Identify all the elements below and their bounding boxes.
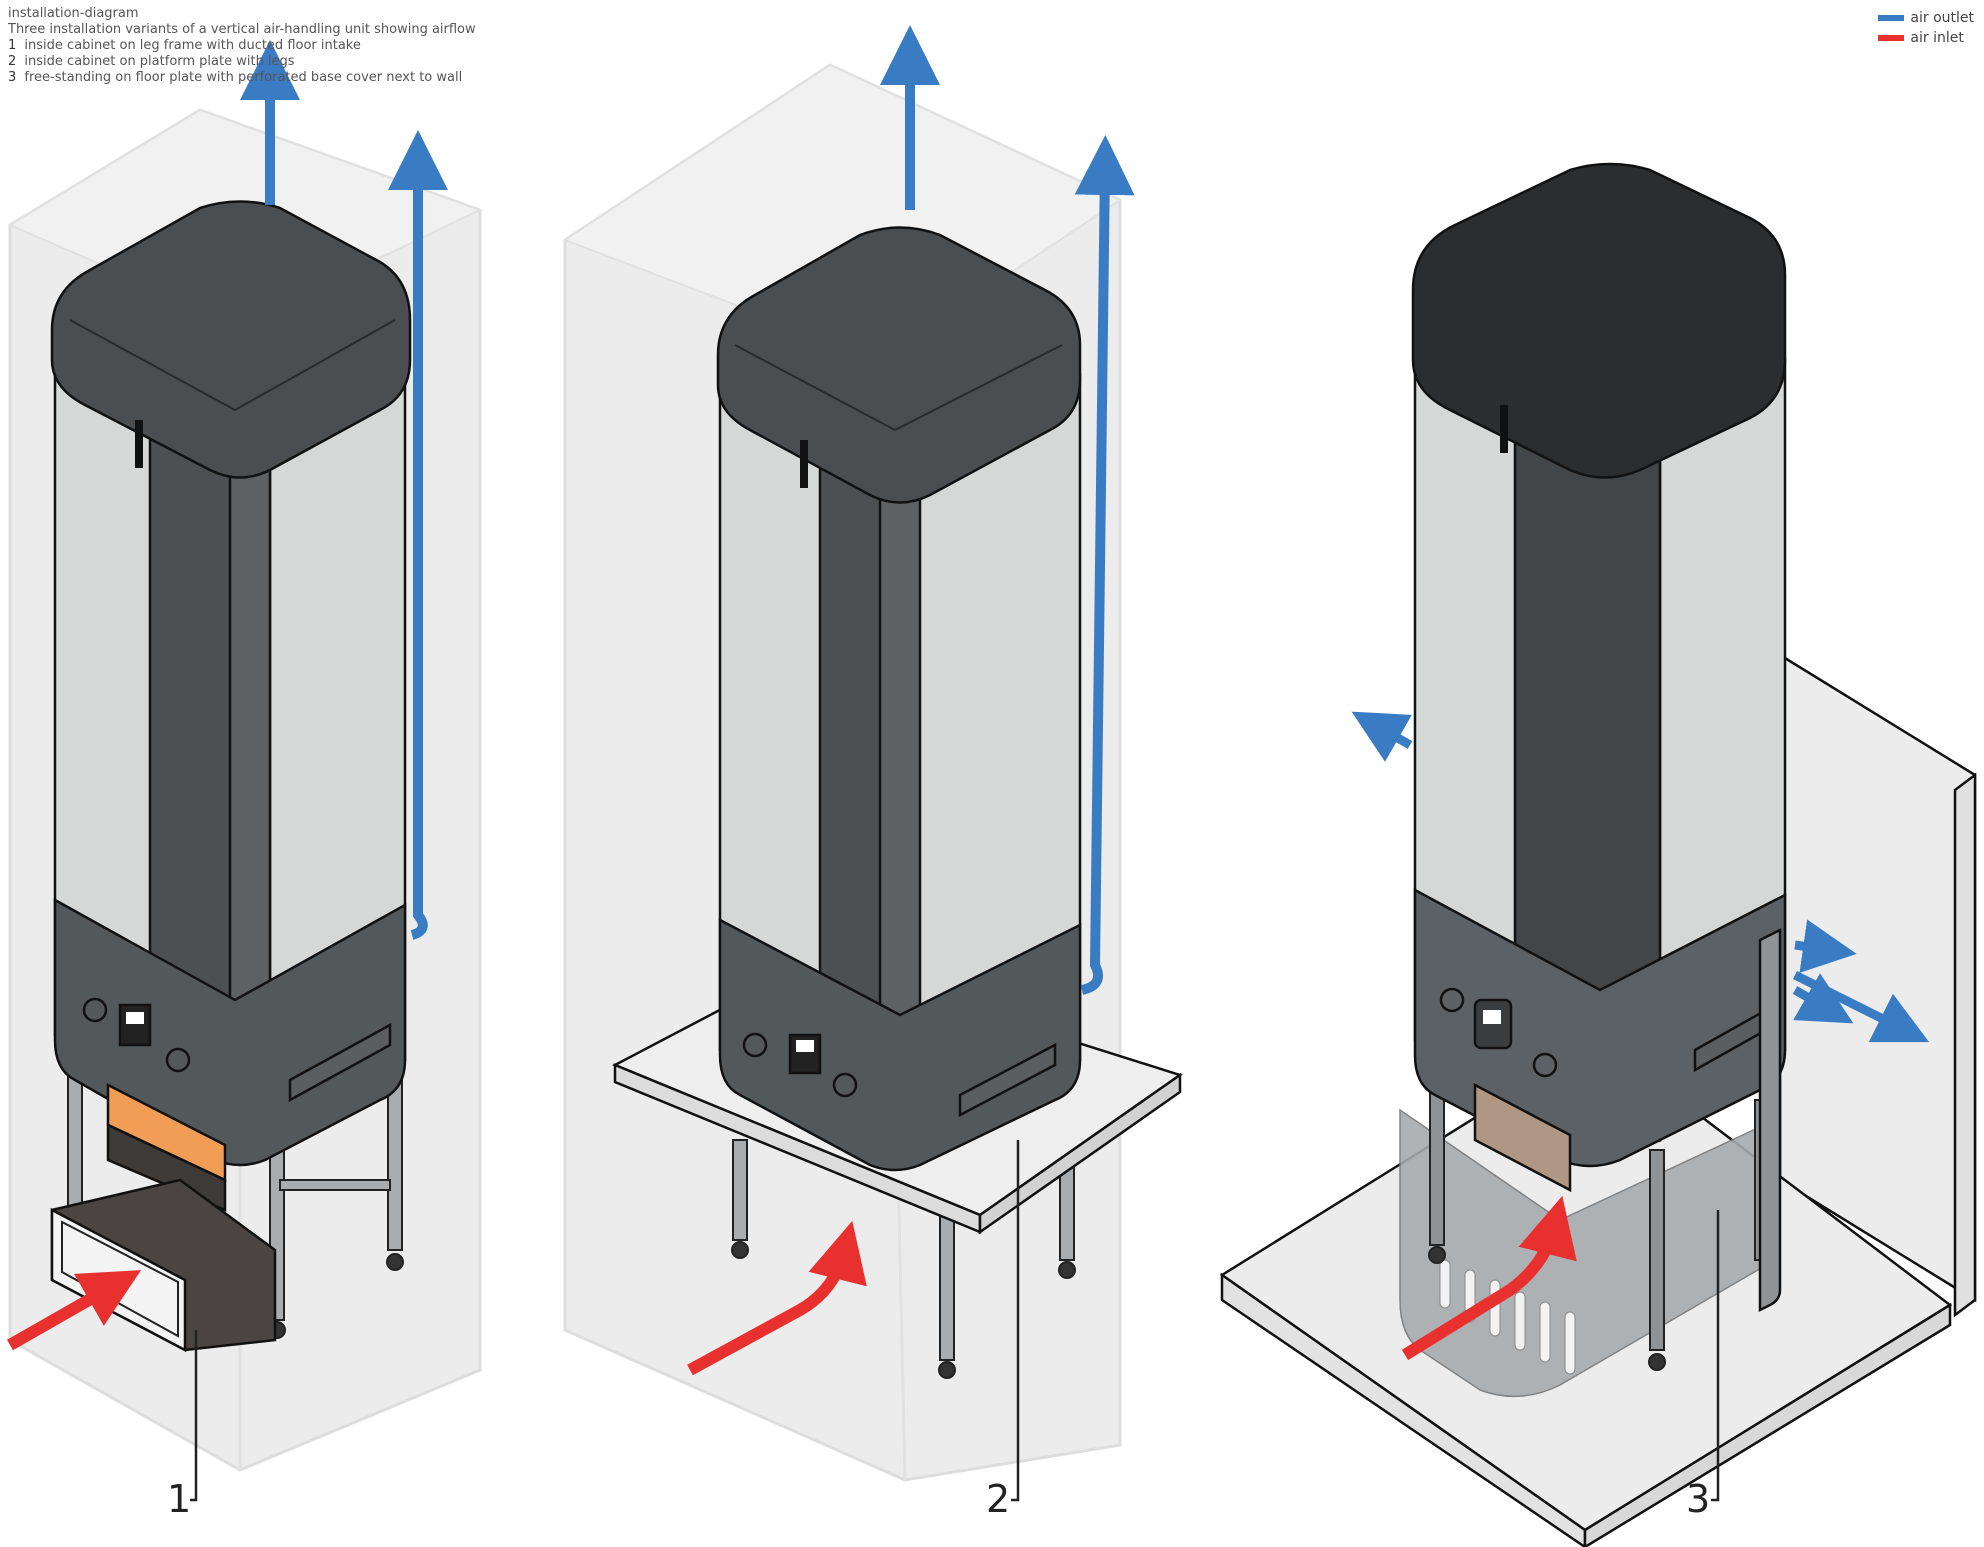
figure-caption: installation-diagram Three installation …	[8, 6, 528, 86]
legend-item-intake: air inlet	[1878, 28, 1974, 48]
exhaust-arrow-icon	[1794, 919, 1857, 973]
variant-caption-2: 2 inside cabinet on platform plate with …	[8, 54, 528, 70]
variant-caption-3: 3 free-standing on floor plate with perf…	[8, 70, 528, 86]
base-cover-3	[1399, 1108, 1776, 1398]
exhaust-arrow-icon	[1792, 973, 1854, 1024]
unit-2	[716, 226, 1082, 1172]
airflow-legend: air outlet air inlet	[1878, 8, 1974, 48]
exhaust-arrows-3	[1351, 711, 1930, 1043]
variant-1: 1	[7, 40, 483, 1521]
legend-exhaust-label: air outlet	[1910, 10, 1974, 26]
figure-type: installation-diagram	[8, 6, 139, 21]
callout-label-1: 1	[167, 1477, 191, 1521]
intake-arrow-icon	[1401, 1195, 1577, 1361]
intake-arrows-1	[7, 1270, 142, 1351]
leg-frame-2	[731, 1139, 1076, 1379]
callout-3: 3	[1686, 1210, 1720, 1521]
callout-label-3: 3	[1686, 1477, 1710, 1521]
callout-label-2: 2	[986, 1477, 1010, 1521]
variant-id-2: 2	[8, 54, 17, 69]
intake-swatch-icon	[1878, 35, 1905, 41]
variant-caption-1: 1 inside cabinet on leg frame with ducte…	[8, 38, 528, 54]
exhaust-arrows-2	[880, 25, 1135, 995]
intake-arrows-2	[687, 1220, 867, 1376]
callout-1: 1	[167, 1330, 198, 1521]
variant-id-1: 1	[8, 38, 17, 53]
brand-logo	[135, 420, 143, 468]
variant-3: 3	[1219, 162, 1977, 1547]
exhaust-arrow-icon	[1074, 135, 1135, 995]
filter-tan	[1473, 1082, 1572, 1193]
exhaust-swatch-icon	[1878, 15, 1905, 21]
intake-arrow-icon	[7, 1270, 142, 1351]
variant-setting-2: inside cabinet on platform plate with le…	[24, 54, 295, 69]
exhaust-arrow-icon	[1351, 711, 1413, 762]
variant-setting-3: free-standing on floor plate with perfor…	[24, 70, 463, 85]
legend-item-exhaust: air outlet	[1878, 8, 1974, 28]
callout-2: 2	[986, 1140, 1020, 1521]
unit-1	[50, 200, 412, 1212]
intake-arrow-icon	[687, 1220, 867, 1376]
variant-2: 2	[562, 25, 1183, 1521]
variant-id-3: 3	[8, 70, 17, 85]
brand-logo	[1500, 405, 1508, 453]
variant-setting-1: inside cabinet on leg frame with ducted …	[24, 38, 361, 53]
intake-arrows-3	[1401, 1195, 1577, 1361]
display-panel	[118, 1003, 152, 1047]
unit-3	[1411, 162, 1787, 1313]
figure-description: Three installation variants of a vertica…	[8, 22, 476, 37]
brand-logo	[800, 440, 808, 488]
exhaust-arrow-icon	[388, 130, 448, 940]
legend-intake-label: air inlet	[1910, 30, 1964, 46]
exhaust-arrows-1	[240, 40, 448, 940]
